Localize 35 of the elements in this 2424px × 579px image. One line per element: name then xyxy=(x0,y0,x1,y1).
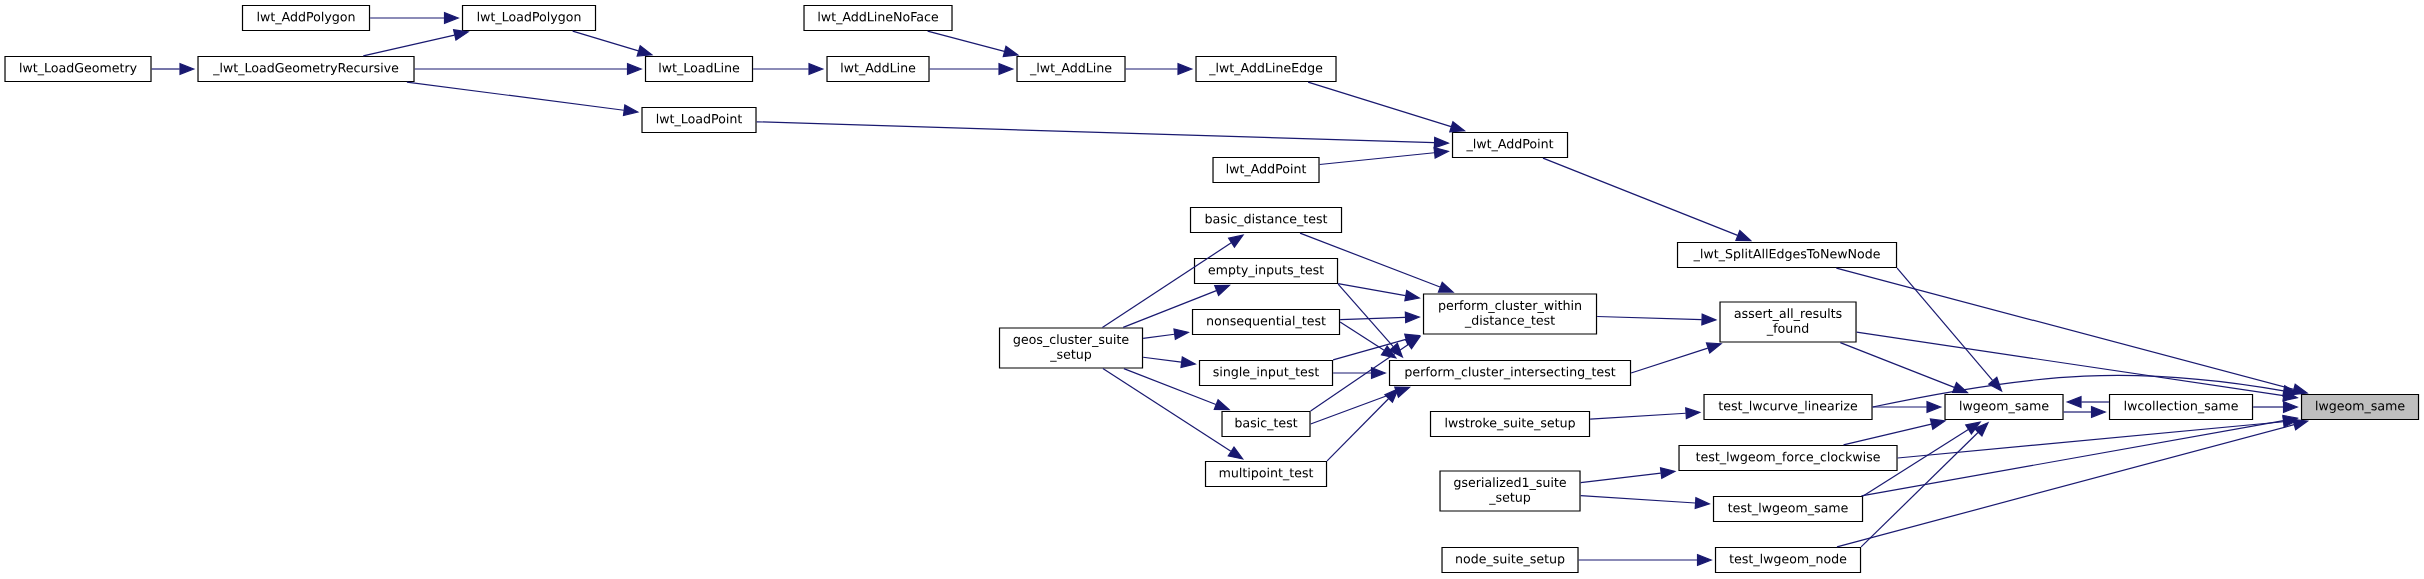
function-box: lwgeom_same xyxy=(2300,393,2420,421)
function-box: _lwt_AddLine xyxy=(1016,55,1126,83)
function-box: _lwt_LoadGeometryRecursive xyxy=(197,55,415,83)
function-box: lwcollection_same xyxy=(2108,393,2254,421)
function-box: test_lwgeom_force_clockwise xyxy=(1678,444,1898,472)
function-box: basic_test xyxy=(1221,410,1311,438)
function-box: test_lwgeom_same xyxy=(1712,495,1864,523)
function-box: lwt_LoadLine xyxy=(644,55,754,83)
function-box: assert_all_results _found xyxy=(1719,301,1857,343)
function-box: lwt_AddLine xyxy=(826,55,930,83)
function-box: lwgeom_same xyxy=(1944,393,2064,421)
function-box: lwstroke_suite_setup xyxy=(1429,410,1591,438)
function-box: empty_inputs_test xyxy=(1193,257,1339,285)
function-box: test_lwcurve_linearize xyxy=(1703,393,1873,421)
function-box: _lwt_AddPoint xyxy=(1451,131,1569,159)
arrow xyxy=(1310,386,1411,425)
function-box: node_suite_setup xyxy=(1441,546,1579,574)
function-box: lwt_AddPoint xyxy=(1212,156,1320,184)
function-box: _lwt_AddLineEdge xyxy=(1195,55,1337,83)
function-box: test_lwgeom_node xyxy=(1714,546,1862,574)
function-box: lwt_LoadPoint xyxy=(641,106,757,134)
function-box: basic_distance_test xyxy=(1189,206,1343,234)
function-box: perform_cluster_intersecting_test xyxy=(1388,359,1632,387)
function-box: lwt_AddLineNoFace xyxy=(803,4,953,32)
function-box: _lwt_SplitAllEdgesToNewNode xyxy=(1676,241,1898,269)
function-box: lwt_LoadGeometry xyxy=(4,55,152,83)
arrow xyxy=(1307,81,1466,133)
function-box: multipoint_test xyxy=(1204,460,1328,488)
function-box: nonsequential_test xyxy=(1191,308,1341,336)
function-box: geos_cluster_suite _setup xyxy=(998,327,1144,369)
function-box: gserialized1_suite _setup xyxy=(1439,470,1581,512)
function-box: lwt_AddPolygon xyxy=(241,4,371,32)
function-box: perform_cluster_within _distance_test xyxy=(1422,293,1598,335)
function-box: lwt_LoadPolygon xyxy=(461,4,597,32)
function-box: single_input_test xyxy=(1198,359,1334,387)
